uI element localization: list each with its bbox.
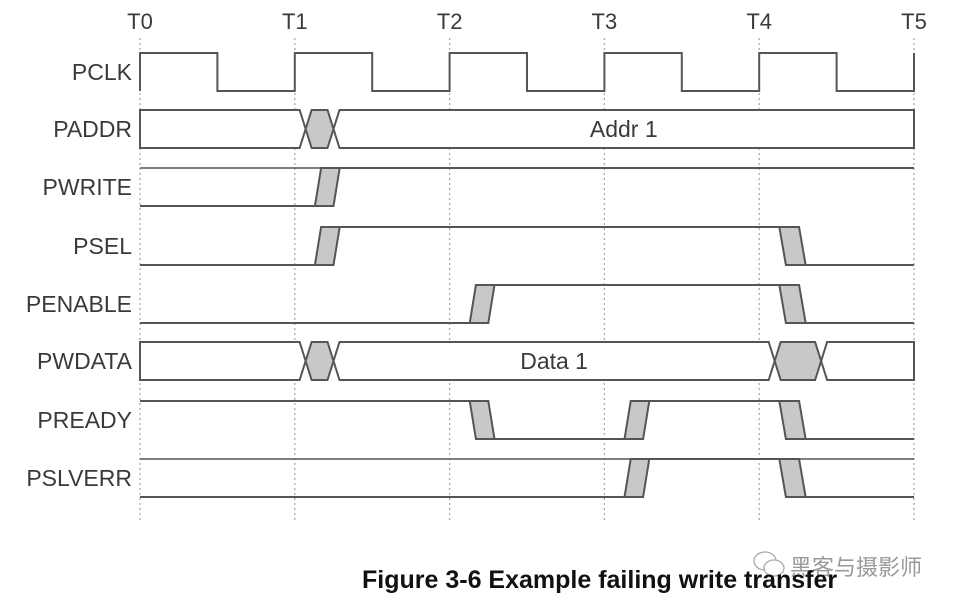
time-label-t0: T0	[127, 9, 153, 34]
time-label-t1: T1	[282, 9, 308, 34]
signal-label: PADDR	[53, 116, 132, 142]
signal-label: PREADY	[37, 407, 132, 433]
signal-label: PENABLE	[26, 291, 132, 317]
bus-value-label: Addr 1	[590, 116, 658, 142]
signal-waveform	[140, 167, 914, 207]
signal-psel: PSEL	[73, 226, 914, 266]
rising-edge	[313, 226, 341, 266]
falling-edge	[468, 400, 496, 440]
signal-paddr: PADDR Addr 1	[53, 109, 915, 149]
falling-edge	[778, 284, 807, 324]
time-label-t5: T5	[901, 9, 927, 34]
bus-valid-segment	[139, 109, 307, 149]
signal-label: PCLK	[72, 59, 133, 85]
rising-edge	[313, 167, 341, 207]
bus-transition	[304, 109, 335, 149]
signal-pclk: PCLK	[72, 52, 915, 92]
bus-valid-segment	[139, 341, 307, 381]
rising-edge	[623, 458, 651, 498]
falling-edge	[778, 226, 807, 266]
time-label-t4: T4	[746, 9, 772, 34]
signal-waveform	[140, 400, 914, 440]
rising-edge	[468, 284, 496, 324]
falling-edge	[778, 400, 807, 440]
signal-label: PWDATA	[37, 348, 133, 374]
signal-waveform	[140, 458, 914, 498]
signal-pwdata: PWDATA Data 1	[37, 341, 915, 381]
signal-pready: PREADY	[37, 400, 914, 440]
signal-pwrite: PWRITE	[43, 167, 914, 207]
signal-waveform	[140, 226, 914, 266]
clock-waveform	[139, 52, 915, 92]
rising-edge	[623, 400, 651, 440]
signal-penable: PENABLE	[26, 284, 914, 324]
time-label-t3: T3	[592, 9, 618, 34]
bus-transition	[773, 341, 823, 381]
time-label-t2: T2	[437, 9, 463, 34]
bus-transition	[304, 341, 335, 381]
figure-caption: Figure 3-6 Example failing write transfe…	[362, 566, 838, 594]
signal-waveform	[140, 284, 914, 324]
signal-label: PWRITE	[43, 174, 132, 200]
signal-label: PSLVERR	[26, 465, 132, 491]
bus-valid-segment	[332, 109, 915, 149]
bus-valid-segment	[820, 341, 915, 381]
bus-value-label: Data 1	[520, 348, 588, 374]
watermark: 黑客与摄影师	[790, 555, 923, 580]
wechat-icon	[752, 550, 786, 578]
signal-label: PSEL	[73, 233, 132, 259]
signal-pslverr: PSLVERR	[26, 458, 914, 498]
falling-edge	[778, 458, 807, 498]
